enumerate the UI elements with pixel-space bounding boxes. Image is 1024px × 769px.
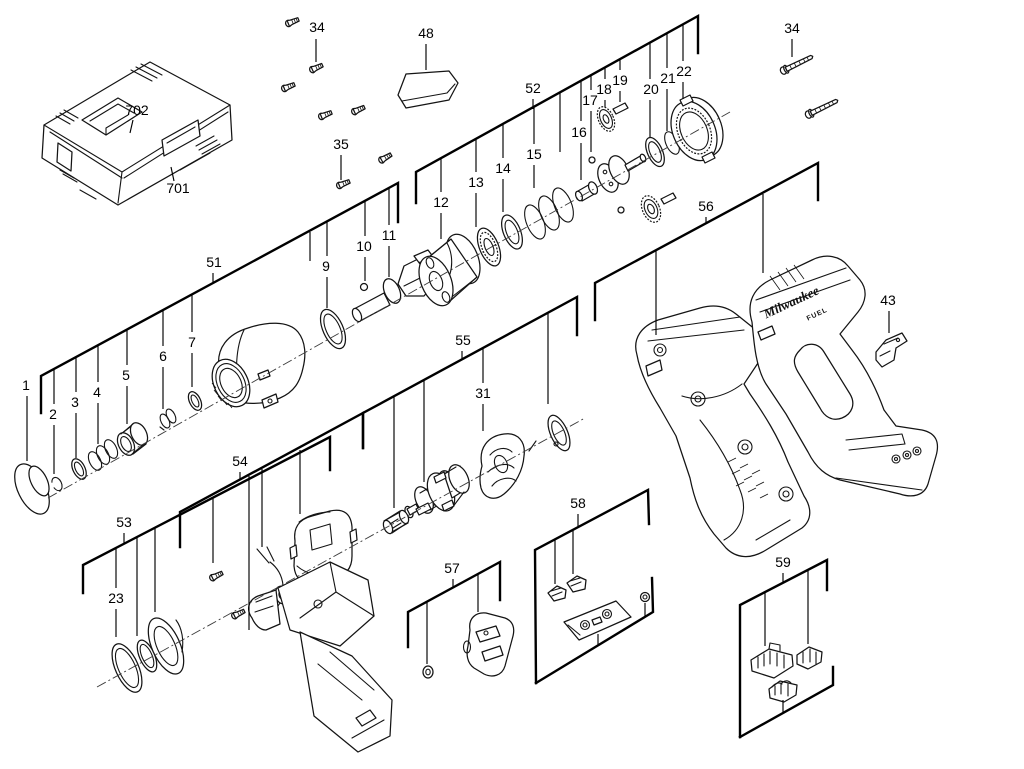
drawing-washer-20 <box>645 136 665 168</box>
part-label-18: 18 <box>596 81 612 97</box>
part-label-31: 31 <box>475 385 491 401</box>
parts-drawings: Milwaukee FUEL <box>14 15 939 753</box>
part-label-19: 19 <box>612 72 628 88</box>
drawing-disc-55 <box>547 414 571 452</box>
part-label-6: 6 <box>159 348 167 364</box>
part-label-43: 43 <box>880 292 896 308</box>
drawing-ball-17b <box>617 206 625 214</box>
part-label-20: 20 <box>643 81 659 97</box>
drawing-terminal-59c <box>768 680 798 703</box>
part-label-55: 55 <box>455 332 471 348</box>
drawing-mode-button-57 <box>462 612 515 677</box>
drawing-button-58b <box>566 575 587 593</box>
drawing-housing-right: Milwaukee FUEL <box>749 255 939 497</box>
part-label-23: 23 <box>108 590 124 606</box>
part-label-13: 13 <box>468 174 484 190</box>
drawing-pinion-55 <box>382 509 410 535</box>
drawing-impeller-31 <box>479 433 525 499</box>
drawing-spindle-16 <box>574 153 647 202</box>
group-bracket-59b <box>738 665 835 739</box>
drawing-gear-18b <box>640 195 662 223</box>
part-label-11: 11 <box>382 227 397 243</box>
drawing-led-bezel-53 <box>147 617 185 675</box>
part-label-14: 14 <box>495 160 511 176</box>
drawing-oring-9 <box>319 308 347 350</box>
center-axis-line <box>96 417 586 688</box>
drawing-oring-7 <box>187 391 203 411</box>
group-bracket-57 <box>406 559 502 649</box>
part-label-1: 1 <box>22 377 30 393</box>
group-bracket-52 <box>414 13 700 205</box>
part-label-52: 52 <box>525 80 541 96</box>
group-bracket-55 <box>361 294 579 450</box>
part-label-9: 9 <box>322 258 330 274</box>
drawing-clip-2 <box>51 476 63 492</box>
part-label-56: 56 <box>698 198 714 214</box>
part-label-34: 34 <box>309 19 325 35</box>
part-label-7: 7 <box>188 334 196 350</box>
drawing-spring-15 <box>524 187 574 240</box>
drawing-cup-5 <box>116 422 149 456</box>
drawing-gearcase <box>211 322 306 409</box>
group-bracket-59a <box>738 558 829 739</box>
part-label-4: 4 <box>93 384 101 400</box>
part-label-59: 59 <box>775 554 791 570</box>
drawing-ring-gear-22 <box>670 94 724 164</box>
part-label-5: 5 <box>122 367 130 383</box>
part-label-34: 34 <box>784 20 800 36</box>
part-label-57: 57 <box>444 560 460 576</box>
part-label-12: 12 <box>433 194 449 210</box>
leader-line <box>129 119 134 134</box>
drawing-belt-clip-43 <box>875 332 908 368</box>
drawing-pin-19b <box>660 192 677 205</box>
part-label-58: 58 <box>570 495 586 511</box>
drawing-gear-18 <box>596 106 616 132</box>
drawing-oring-23 <box>111 643 143 693</box>
drawing-pin-19 <box>612 102 629 115</box>
drawing-case <box>41 61 233 206</box>
drawing-spring-6 <box>159 408 177 431</box>
drawing-grommet-57 <box>422 665 434 679</box>
leader-line <box>170 166 175 182</box>
drawing-oring-3 <box>71 458 87 480</box>
part-label-51: 51 <box>206 254 222 270</box>
drawing-terminal-59b <box>796 646 823 670</box>
group-bracket-58a <box>533 488 651 685</box>
part-label-702: 702 <box>125 102 149 118</box>
drawing-housing-left <box>635 305 811 558</box>
center-axis-line <box>47 111 731 499</box>
drawing-pcb-58 <box>563 600 632 641</box>
drawing-button-58a <box>547 585 567 602</box>
drawing-washer-13 <box>476 227 502 267</box>
drawing-pin-55 <box>528 440 537 452</box>
group-bracket-51 <box>39 180 400 415</box>
part-label-16: 16 <box>571 124 587 140</box>
part-label-10: 10 <box>356 238 372 254</box>
part-label-15: 15 <box>526 146 542 162</box>
drawing-washer-14 <box>501 214 523 250</box>
part-label-54: 54 <box>232 453 248 469</box>
drawing-trigger-assembly-54 <box>248 561 393 753</box>
drawing-bit-clip-48 <box>397 70 459 109</box>
group-bracket-58b <box>534 576 655 685</box>
part-label-22: 22 <box>676 63 692 79</box>
drawing-terminal-59a <box>750 642 794 679</box>
drawing-ball-10 <box>359 282 369 292</box>
drawing-ball-17 <box>588 156 596 164</box>
part-label-21: 21 <box>660 70 676 86</box>
drawing-hammer-12 <box>418 233 481 307</box>
part-label-35: 35 <box>333 136 349 152</box>
group-bracket-53 <box>81 435 332 595</box>
part-label-17: 17 <box>582 92 598 108</box>
part-label-701: 701 <box>166 180 190 196</box>
drawing-ring-58 <box>639 591 651 603</box>
drawing-nose-ring-1 <box>14 463 50 515</box>
part-label-3: 3 <box>71 394 79 410</box>
part-label-53: 53 <box>116 514 132 530</box>
part-label-2: 2 <box>49 406 57 422</box>
part-label-48: 48 <box>418 25 434 41</box>
